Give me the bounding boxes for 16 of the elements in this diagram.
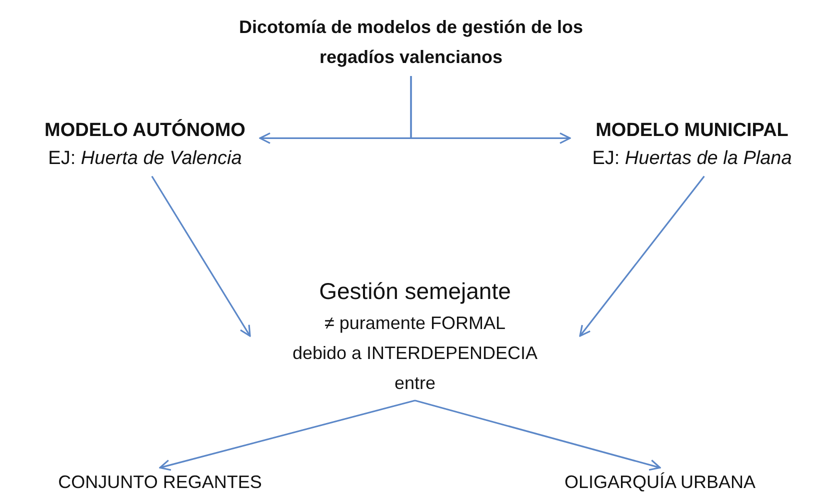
arrow [159, 400, 416, 471]
conclusion-text: ≠ puramente FORMAL [324, 312, 506, 335]
title-text: Dicotomía de modelos de gestión de los regadíos valencianos [238, 16, 584, 69]
arrow [579, 176, 705, 337]
arrow [410, 76, 571, 144]
example-text: EJ: Huertas de la Plana [591, 147, 793, 171]
arrow [414, 400, 661, 471]
conclusion-heading: Gestión semejante [318, 277, 512, 306]
group-label: CONJUNTO REGANTES [57, 471, 263, 494]
conclusion-text: entre [393, 372, 437, 395]
group-label: OLIGARQUÍA URBANA [563, 471, 757, 494]
example-text: EJ: Huerta de Valencia [47, 147, 243, 171]
model-heading: MODELO MUNICIPAL [594, 119, 790, 143]
model-heading: MODELO AUTÓNOMO [44, 118, 246, 143]
arrow [151, 176, 251, 337]
conclusion-text: debido a INTERDEPENDECIA [291, 342, 539, 365]
